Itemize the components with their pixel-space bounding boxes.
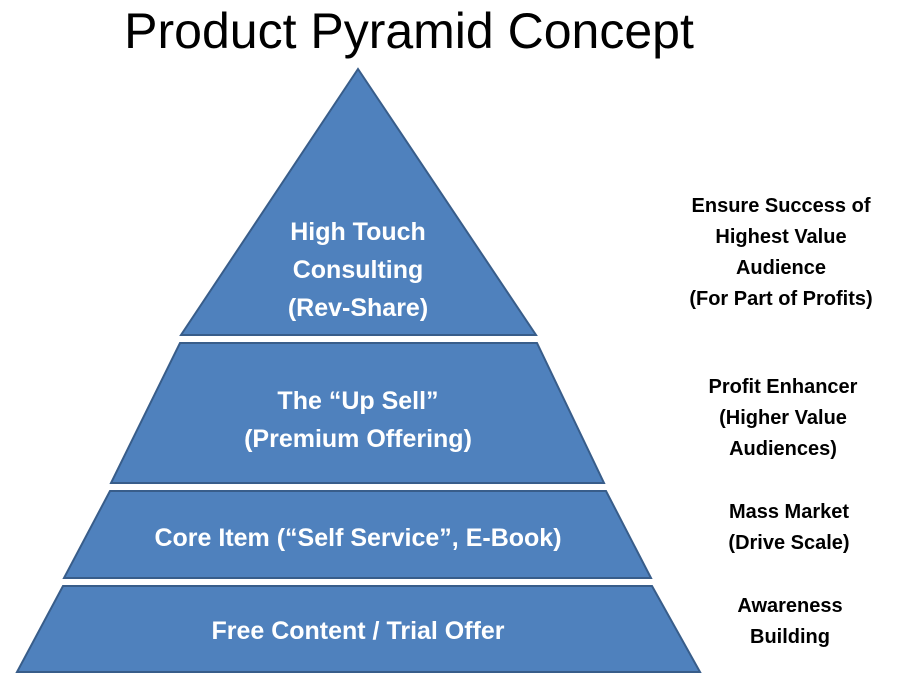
pyramid-tier-label: High Touch bbox=[290, 218, 426, 246]
pyramid-tier-label: (Rev-Share) bbox=[288, 294, 428, 322]
pyramid-tier-shape bbox=[62, 490, 653, 579]
tier-note-core-item: Mass Market (Drive Scale) bbox=[669, 497, 899, 559]
pyramid-tier-shape bbox=[179, 67, 538, 336]
tier-note-line: Building bbox=[750, 626, 830, 648]
tier-note-line: Highest Value bbox=[715, 226, 847, 248]
pyramid-tier-shape bbox=[15, 585, 702, 673]
tier-note-line: Mass Market bbox=[728, 501, 850, 523]
pyramid-tier-label: The “Up Sell” bbox=[277, 387, 438, 415]
tier-note-line: Audiences) bbox=[729, 438, 837, 460]
tier-note-line: (For Part of Profits) bbox=[689, 288, 873, 310]
tier-note-line: Profit Enhancer bbox=[708, 376, 858, 398]
tier-note-line: Audience bbox=[735, 257, 827, 279]
pyramid-tier-label: (Premium Offering) bbox=[244, 425, 472, 453]
pyramid-tier-core-item: Core Item (“Self Service”, E-Book) bbox=[62, 490, 653, 579]
pyramid-tier-up-sell: The “Up Sell” (Premium Offering) bbox=[109, 342, 606, 484]
pyramid-tier-label: Consulting bbox=[293, 256, 424, 284]
pyramid-tier-shape bbox=[109, 342, 606, 484]
pyramid-tier-free-content: Free Content / Trial Offer bbox=[15, 585, 702, 673]
pyramid-tier-label: Core Item (“Self Service”, E-Book) bbox=[154, 524, 561, 552]
tier-note-line: Awareness bbox=[737, 595, 843, 617]
tier-note-line: (Higher Value bbox=[719, 407, 847, 429]
tier-note-line: Ensure Success of bbox=[691, 195, 871, 217]
tier-note-line: (Drive Scale) bbox=[728, 532, 850, 554]
pyramid-tier-label: Free Content / Trial Offer bbox=[211, 617, 504, 645]
diagram-title: Product Pyramid Concept bbox=[124, 3, 694, 59]
